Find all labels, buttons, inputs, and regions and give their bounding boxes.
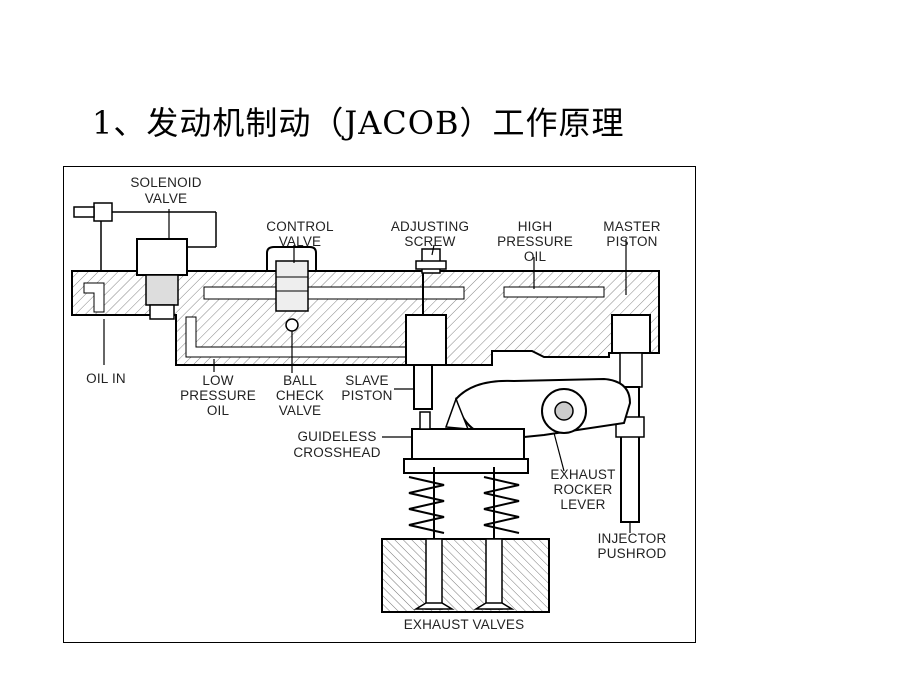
label-line: HIGH [518,219,553,234]
label-slave-piston: SLAVE PISTON [341,373,392,403]
label-line: ROCKER [554,482,613,497]
label-high-pressure-oil: HIGH PRESSURE OIL [497,219,573,264]
label-line: PUSHROD [598,546,667,561]
label-oil-in: OIL IN [86,371,126,386]
label-master-piston: MASTER PISTON [603,219,661,249]
label-line: BALL [283,373,317,388]
label-line: GUIDELESS [297,429,376,444]
master-piston [611,314,651,388]
label-line: CROSSHEAD [293,445,380,460]
label-solenoid-valve: SOLENOID VALVE [130,175,201,206]
label-line: EXHAUST [550,467,615,482]
diagram-drawing: SOLENOID VALVE CONTROL VALVE ADJUSTING S… [71,175,667,632]
label-guideless-crosshead: GUIDELESS CROSSHEAD [293,429,380,460]
leader-lines [103,209,631,533]
label-line: OIL [524,249,547,264]
label-line: OIL [207,403,230,418]
slide-title: 1、发动机制动（JACOB）工作原理 [92,104,625,142]
label-line: MASTER [603,219,661,234]
label-line: PISTON [606,234,657,249]
label-line: PISTON [341,388,392,403]
label-ball-check-valve: BALL CHECK VALVE [276,373,324,418]
label-line: INJECTOR [598,531,667,546]
label-low-pressure-oil: LOW PRESSURE OIL [180,373,256,418]
label-line: LOW [202,373,233,388]
label-line: VALVE [145,191,188,206]
valve-spring-left [408,476,445,534]
label-line: OIL IN [86,371,126,386]
valve-spring-right [483,476,520,534]
label-line: CHECK [276,388,324,403]
guideless-crosshead [411,411,525,460]
label-line: PRESSURE [497,234,573,249]
brake-housing [71,270,660,366]
solenoid-valve [73,202,217,320]
exhaust-rocker-lever [444,377,632,441]
label-line: EXHAUST VALVES [404,617,525,632]
label-line: ADJUSTING [391,219,469,234]
label-control-valve: CONTROL VALVE [266,219,334,249]
label-line: VALVE [279,403,322,418]
label-line: PRESSURE [180,388,256,403]
label-line: SLAVE [345,373,389,388]
label-line: CONTROL [266,219,334,234]
label-line: SOLENOID [130,175,201,190]
slave-piston-assembly [405,248,447,410]
label-adjusting-screw: ADJUSTING SCREW [391,219,469,249]
label-exhaust-valves: EXHAUST VALVES [404,617,525,632]
label-line: VALVE [279,234,322,249]
exhaust-valves-assembly [381,458,550,613]
jacob-brake-diagram: SOLENOID VALVE CONTROL VALVE ADJUSTING S… [63,166,696,643]
label-injector-pushrod: INJECTOR PUSHROD [598,531,667,561]
control-valve [266,246,317,332]
label-line: SCREW [404,234,455,249]
label-line: LEVER [560,497,605,512]
label-exhaust-rocker-lever: EXHAUST ROCKER LEVER [550,467,615,512]
